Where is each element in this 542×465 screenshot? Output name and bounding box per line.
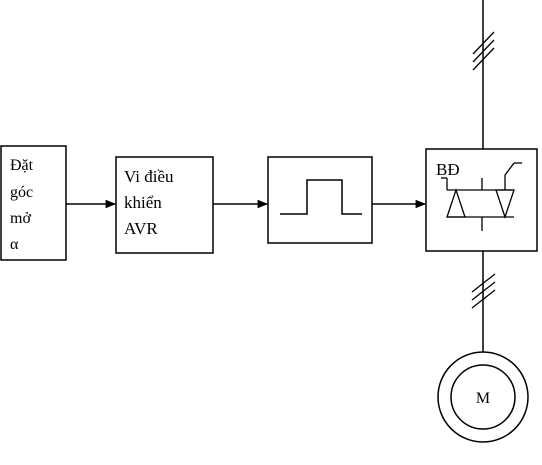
three-phase-mark-bottom [471, 273, 496, 309]
avr-line-2: khiển [124, 193, 162, 212]
avr-line-3: AVR [124, 219, 158, 238]
set-angle-line-2: góc [10, 184, 33, 201]
avr-block: Vi điều khiển AVR [115, 156, 214, 254]
set-angle-line-3: mở [10, 210, 31, 227]
motor-label: M [476, 390, 490, 407]
set-angle-block: Đặt góc mở α [0, 145, 67, 261]
three-phase-mark-top [472, 31, 495, 71]
converter-label: BĐ [436, 160, 460, 179]
set-angle-line-1: Đặt [10, 157, 34, 174]
motor-symbol: M [437, 351, 529, 443]
pulse-waveform-icon [280, 179, 362, 215]
thyristor-pair-icon [441, 162, 522, 231]
pulse-block [267, 156, 373, 244]
set-angle-line-4: α [10, 236, 19, 253]
converter-block: BĐ [425, 148, 538, 252]
avr-line-1: Vi điều [124, 167, 174, 186]
